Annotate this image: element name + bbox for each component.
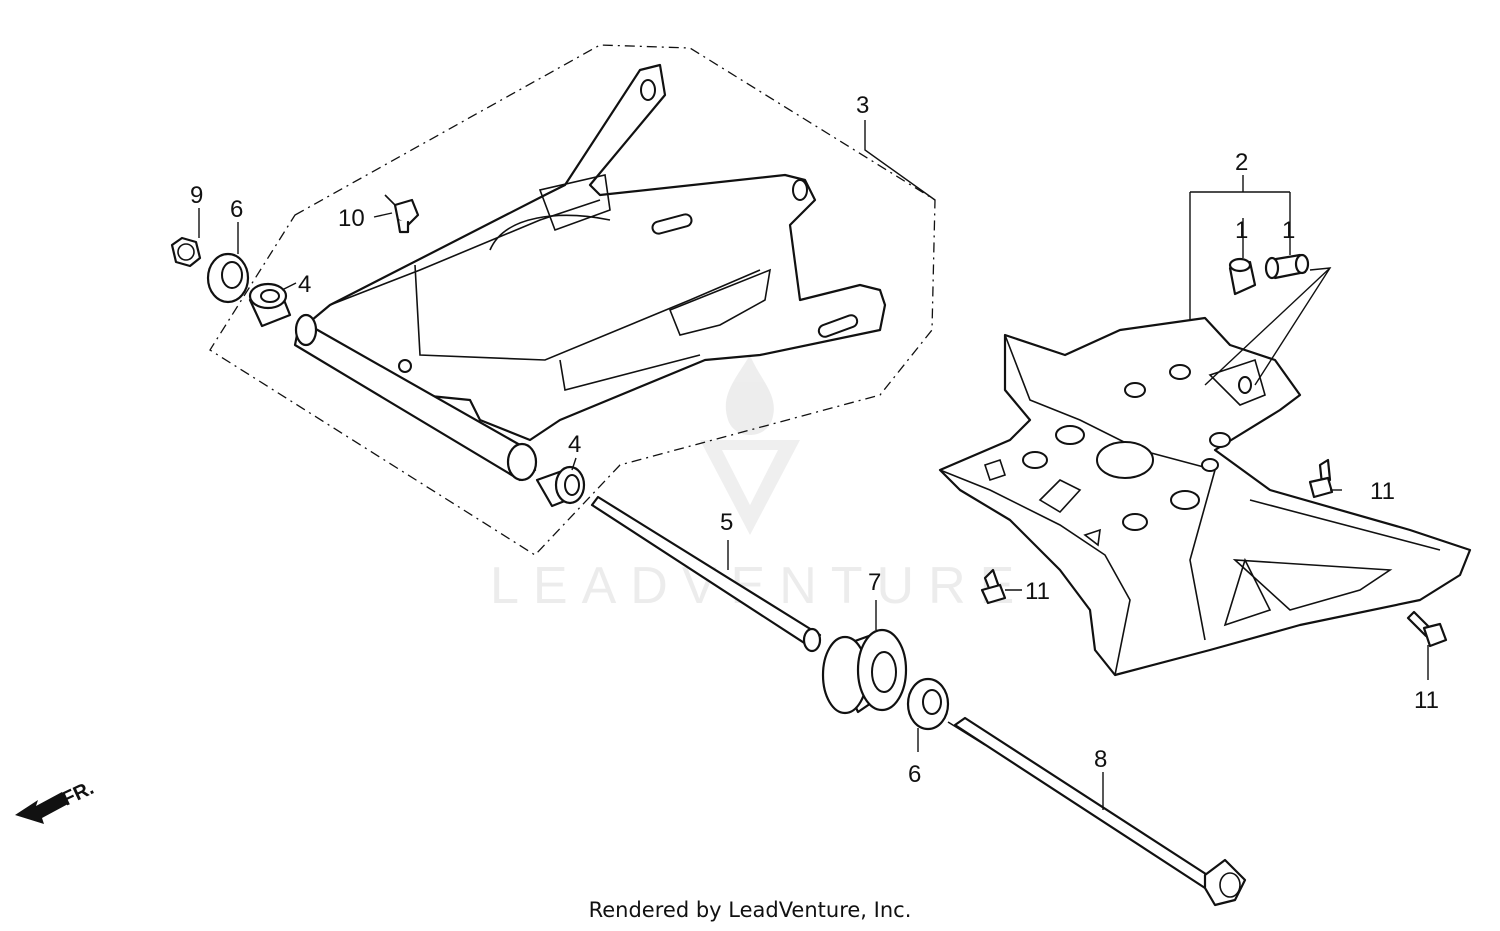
bolt-11-c [1406,610,1448,648]
callout-7: 7 [868,569,881,596]
callout-11: 11 [1370,478,1395,505]
callout-1: 1 [1282,217,1295,244]
callouts: 9 6 10 4 3 4 5 7 6 8 2 1 1 11 11 11 [190,92,1439,788]
assembly-bracket [864,120,936,201]
callout-6: 6 [908,761,921,788]
callout-10: 10 [338,205,365,232]
callout-4: 4 [298,271,311,298]
swingarm [293,63,887,482]
nut-9 [170,236,202,268]
pivot-bolt-8 [947,716,1247,907]
swingarm-assembly-outline [209,44,936,556]
collar-1-left [1228,257,1257,296]
bushing-7 [821,628,908,715]
skid-plate [938,316,1472,677]
callout-11: 11 [1025,578,1050,605]
callout-8: 8 [1094,746,1107,773]
callout-6: 6 [230,196,243,223]
callout-2: 2 [1235,149,1248,176]
bushing-4-upper [248,282,292,328]
callout-3: 3 [856,92,869,119]
front-arrow-icon [15,792,68,824]
dust-seal-6-lower [906,677,950,731]
bolt-11-a [980,568,1007,605]
watermark-flame-icon [725,355,774,435]
callout-9: 9 [190,182,203,209]
leader-lines [198,175,1429,810]
grease-fitting-10 [384,194,420,234]
footer-credit: Rendered by LeadVenture, Inc. [588,898,912,922]
callout-5: 5 [720,509,733,536]
bushing-4-lower [535,465,586,508]
collar-1-right [1264,253,1310,280]
callout-1: 1 [1235,217,1248,244]
front-direction-arrow: FR. [15,777,97,824]
callout-11: 11 [1414,687,1439,714]
bolt-11-b [1308,458,1334,499]
callout-4: 4 [568,431,581,458]
dust-seal-6 [206,252,250,304]
collar-5-end [802,627,822,653]
watermark-v-icon [700,440,800,535]
